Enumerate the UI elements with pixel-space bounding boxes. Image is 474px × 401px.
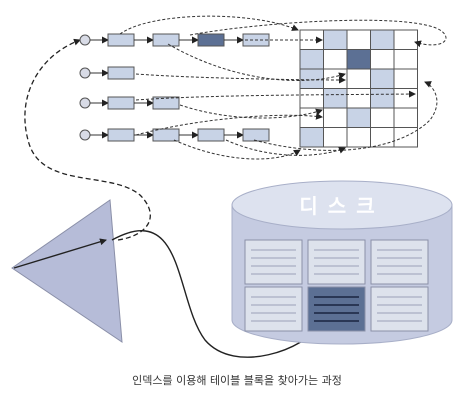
disk-label: 디스크 <box>299 194 384 218</box>
grid-cell <box>370 127 395 148</box>
grid-cell <box>393 127 418 148</box>
grid-cell <box>323 107 348 128</box>
dashed-link <box>173 139 301 160</box>
grid-cell <box>393 88 418 109</box>
chain-root-node <box>79 129 91 141</box>
disk-block <box>370 239 429 285</box>
grid-cell <box>299 88 324 109</box>
grid-cell <box>299 68 324 89</box>
chain-node <box>107 33 135 47</box>
dashed-link <box>135 73 346 84</box>
grid-cell <box>370 68 395 89</box>
dashed-link <box>135 90 416 101</box>
grid-cell <box>346 68 371 89</box>
grid-cell <box>346 107 371 128</box>
grid-cell <box>370 88 395 109</box>
disk: 디스크 <box>231 180 453 345</box>
grid-cell <box>370 49 395 70</box>
chain-node <box>152 96 180 110</box>
disk-block <box>244 239 303 285</box>
index-to-block-arrow <box>111 230 323 358</box>
grid-cell <box>323 29 348 50</box>
chain-node <box>107 96 135 110</box>
disk-block <box>307 286 366 332</box>
grid-cell <box>323 127 348 148</box>
grid-cell <box>393 29 418 50</box>
index-triangle <box>11 199 123 343</box>
table-grid <box>299 29 418 148</box>
grid-cell <box>370 29 395 50</box>
grid-cell <box>323 49 348 70</box>
grid-cell <box>323 88 348 109</box>
grid-cell <box>393 68 418 89</box>
disk-blocks <box>244 239 429 332</box>
index-to-chain-arrow <box>24 38 151 241</box>
grid-cell <box>370 107 395 128</box>
dashed-link <box>189 19 447 48</box>
grid-cell <box>346 88 371 109</box>
figure-caption: 인덱스를 이용해 테이블 블록을 찾아가는 과정 <box>132 374 342 387</box>
grid-cell <box>346 49 371 70</box>
chain-node <box>242 128 270 142</box>
chain-node <box>197 33 225 47</box>
disk-block <box>307 239 366 285</box>
dashed-link <box>135 112 323 136</box>
chain-to-grid-links <box>119 15 447 160</box>
chain-node <box>107 128 135 142</box>
disk-block <box>244 286 303 332</box>
disk-block <box>370 286 429 332</box>
grid-cell <box>346 29 371 50</box>
grid-cell <box>299 49 324 70</box>
chain-node <box>197 128 225 142</box>
chain-root-node <box>79 67 91 79</box>
dashed-link <box>179 104 323 119</box>
dashed-link <box>119 15 299 35</box>
dashed-link <box>225 139 346 156</box>
grid-cell <box>393 49 418 70</box>
grid-cell <box>346 127 371 148</box>
chain-node <box>152 33 180 47</box>
grid-cell <box>323 68 348 89</box>
index-chains <box>79 33 270 142</box>
chain-node <box>107 66 135 80</box>
chain-node <box>152 128 180 142</box>
grid-cell <box>299 127 324 148</box>
chain-root-node <box>79 97 91 109</box>
chain-root-node <box>79 34 91 46</box>
index-inner-arrow <box>13 238 107 269</box>
grid-cell <box>393 107 418 128</box>
dashed-link <box>167 43 346 81</box>
disk-top <box>231 180 453 230</box>
